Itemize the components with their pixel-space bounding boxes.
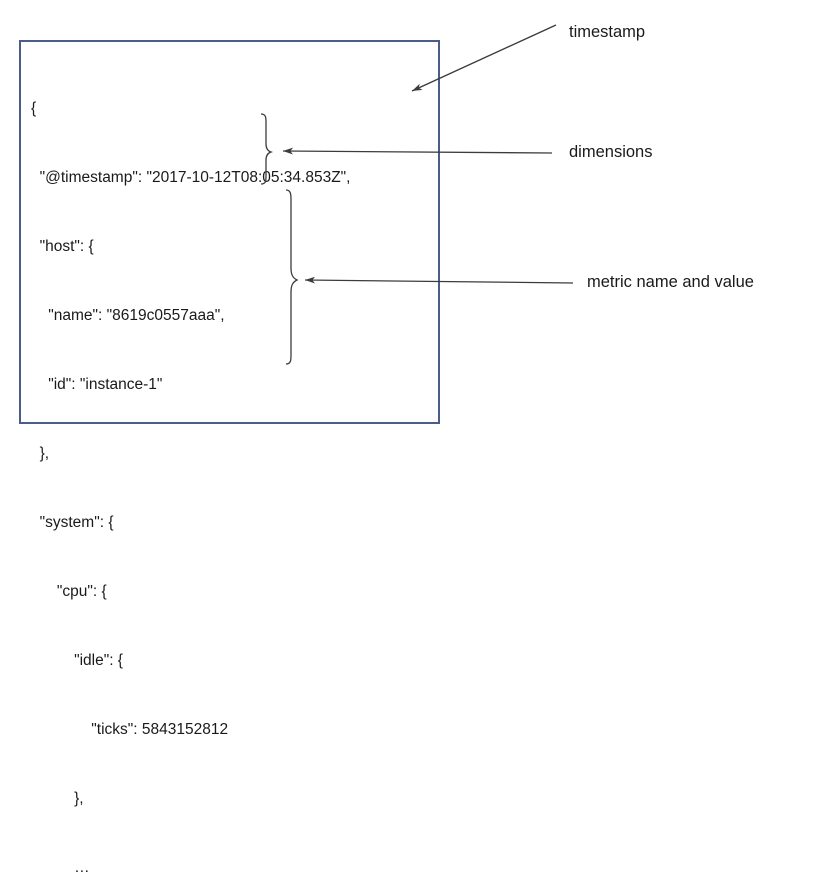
json-line: { xyxy=(31,100,37,117)
annotation-label-timestamp: timestamp xyxy=(569,23,646,41)
json-line-host-name: "name": "8619c0557aaa", xyxy=(31,307,225,324)
annotation-label-dimensions: dimensions xyxy=(569,143,653,161)
json-code-block: { "@timestamp": "2017-10-12T08:05:34.853… xyxy=(31,51,431,874)
json-line-ticks: "ticks": 5843152812 xyxy=(31,721,229,738)
annotation-label-metric-name-and-value: metric name and value xyxy=(587,273,754,291)
json-line-host-id: "id": "instance-1" xyxy=(31,376,163,393)
json-document-panel: { "@timestamp": "2017-10-12T08:05:34.853… xyxy=(19,40,440,874)
json-line-ellipsis: … xyxy=(31,859,90,874)
json-line-timestamp: "@timestamp": "2017-10-12T08:05:34.853Z"… xyxy=(31,169,351,186)
json-line-idle-open: "idle": { xyxy=(31,652,123,669)
json-line-host-close: }, xyxy=(31,445,50,462)
json-line-idle-close: }, xyxy=(31,790,84,807)
json-line-system-open: "system": { xyxy=(31,514,114,531)
json-line-host-open: "host": { xyxy=(31,238,94,255)
json-line-cpu-open: "cpu": { xyxy=(31,583,107,600)
